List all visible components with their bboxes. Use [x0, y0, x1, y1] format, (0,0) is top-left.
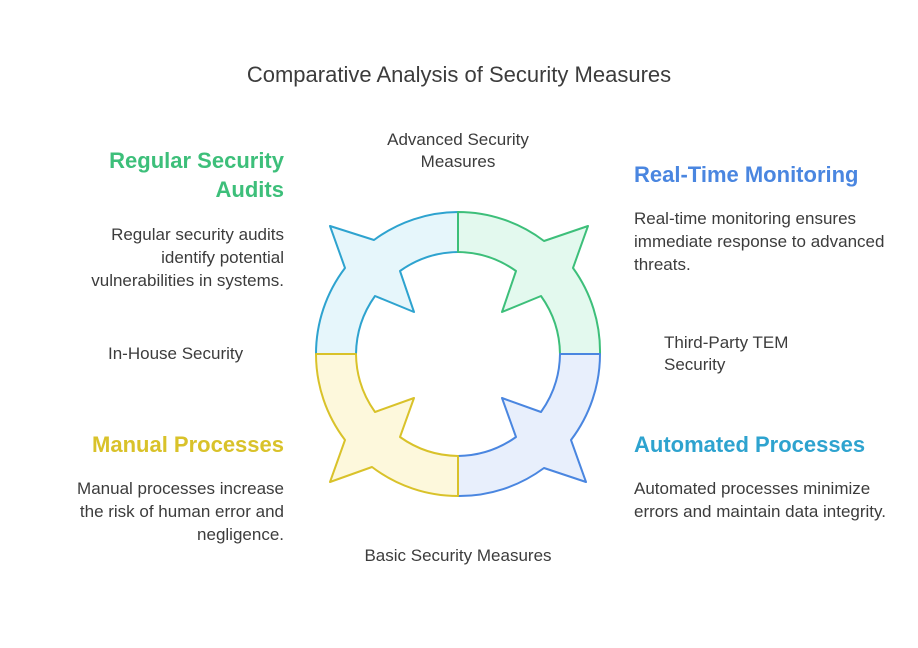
axis-label-bottom: Basic Security Measures — [364, 546, 552, 565]
arc-segment-top-left — [315, 211, 459, 355]
arc-segment-bottom-left — [315, 353, 459, 497]
quadrant-heading-bottom-right: Automated Processes — [634, 432, 866, 457]
quadrant-heading-top-right: Real-Time Monitoring — [634, 162, 859, 187]
quadrant-description-top-right: Real-time monitoring ensures immediate r… — [634, 209, 885, 274]
axis-label-left: In-House Security — [108, 344, 244, 363]
arc-segment-bottom-right — [457, 353, 601, 498]
diagram-title: Comparative Analysis of Security Measure… — [246, 62, 672, 87]
axis-label-right: Third-Party TEM Security — [664, 333, 789, 374]
quadrant-description-top-left: Regular security audits identify potenti… — [91, 225, 284, 290]
quadrant-heading-top-left: Regular Security Audits — [109, 148, 284, 202]
axis-label-top: Advanced Security Measures — [387, 130, 529, 171]
quadrant-description-bottom-left: Manual processes increase the risk of hu… — [77, 479, 284, 544]
quadrant-description-bottom-right: Automated processes minimize errors and … — [634, 479, 886, 521]
quadrant-heading-bottom-left: Manual Processes — [92, 432, 284, 457]
arc-segment-top-right — [457, 211, 602, 355]
